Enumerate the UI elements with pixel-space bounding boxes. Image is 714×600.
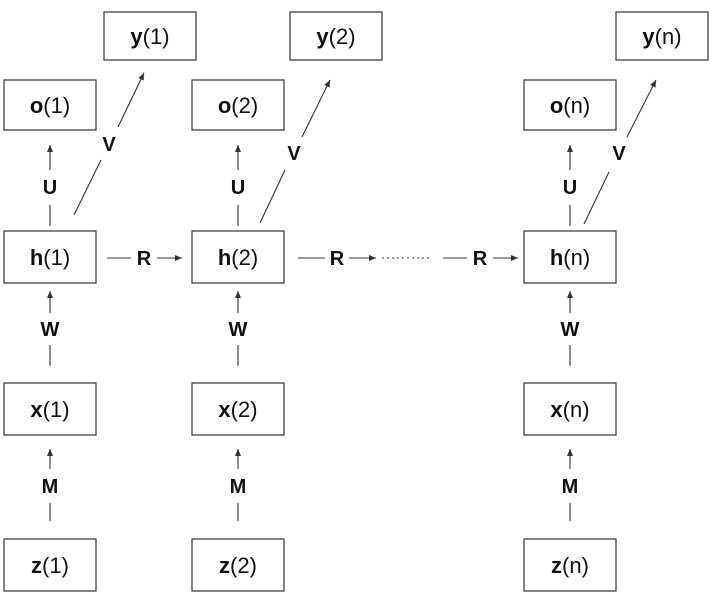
svg-text:z(1): z(1)	[31, 553, 69, 578]
edge-label-r: R	[473, 248, 488, 270]
edge-h-y-1: V	[73, 72, 145, 216]
node-index: (2)	[231, 93, 258, 118]
node-y-n: y(n)	[615, 11, 709, 61]
node-var: y	[130, 24, 143, 49]
edge-z-x-n: M	[562, 449, 579, 521]
edge-h1-h2: R	[107, 248, 182, 270]
edge-label-r: R	[137, 248, 152, 270]
node-h-n: h(n)	[523, 230, 617, 284]
edge-label-w: W	[229, 319, 248, 341]
node-var: o	[550, 93, 563, 118]
edge-label-u: U	[563, 177, 577, 199]
edge-h-o-2: U	[231, 145, 245, 226]
node-index: (1)	[43, 245, 70, 270]
node-index: (1)	[43, 93, 70, 118]
svg-text:y(2): y(2)	[316, 24, 355, 49]
edge-x-h-n: W	[561, 291, 580, 366]
column-2: y(2) o(2) h(2) x(2) z(2) M W	[191, 11, 518, 592]
edge-x-h-1: W	[41, 291, 60, 366]
edge-label-m: M	[42, 476, 59, 498]
edge-label-u: U	[231, 177, 245, 199]
node-var: x	[218, 397, 231, 422]
node-var: x	[30, 397, 43, 422]
svg-text:y(n): y(n)	[642, 24, 681, 49]
node-o-n: o(n)	[523, 79, 617, 131]
node-index: (1)	[43, 397, 70, 422]
node-index: (n)	[655, 24, 682, 49]
node-index: (1)	[42, 553, 69, 578]
svg-text:z(2): z(2)	[219, 553, 257, 578]
svg-text:x(n): x(n)	[550, 397, 589, 422]
svg-text:x(2): x(2)	[218, 397, 257, 422]
edge-h-o-1: U	[43, 145, 57, 226]
edge-h2-ellipsis: R	[298, 248, 376, 270]
edge-label-w: W	[41, 319, 60, 341]
node-h-2: h(2)	[191, 230, 285, 284]
edge-label-u: U	[43, 177, 57, 199]
edge-z-x-2: M	[230, 449, 247, 521]
node-y-2: y(2)	[289, 11, 383, 61]
edge-x-h-2: W	[229, 291, 248, 366]
node-h-1: h(1)	[3, 230, 97, 284]
svg-text:o(n): o(n)	[550, 93, 590, 118]
node-index: (n)	[563, 397, 590, 422]
edge-label-m: M	[230, 476, 247, 498]
svg-text:y(1): y(1)	[130, 24, 169, 49]
edge-h-y-2: V	[259, 79, 331, 224]
node-var: z	[219, 553, 230, 578]
svg-text:h(1): h(1)	[30, 245, 70, 270]
svg-text:o(2): o(2)	[218, 93, 258, 118]
node-index: (2)	[329, 24, 356, 49]
svg-text:h(n): h(n)	[550, 245, 590, 270]
edge-z-x-1: M	[42, 449, 59, 521]
node-var: o	[218, 93, 231, 118]
node-var: h	[218, 245, 231, 270]
node-o-2: o(2)	[191, 79, 285, 131]
node-var: h	[30, 245, 43, 270]
node-x-1: x(1)	[3, 382, 97, 436]
svg-text:h(2): h(2)	[218, 245, 258, 270]
edge-label-v: V	[102, 134, 116, 156]
node-index: (n)	[562, 553, 589, 578]
node-var: z	[551, 553, 562, 578]
node-var: z	[31, 553, 42, 578]
edge-h-y-n: V	[583, 79, 657, 225]
svg-text:z(n): z(n)	[551, 553, 589, 578]
node-var: h	[550, 245, 563, 270]
node-index: (2)	[231, 397, 258, 422]
edge-h-o-n: U	[563, 145, 577, 226]
node-index: (2)	[230, 553, 257, 578]
edge-label-v: V	[612, 143, 626, 165]
edge-label-w: W	[561, 319, 580, 341]
column-1: y(1) o(1) h(1) x(1) z(1) M W	[3, 11, 197, 592]
node-z-1: z(1)	[3, 538, 97, 592]
node-var: y	[642, 24, 655, 49]
node-o-1: o(1)	[3, 79, 97, 131]
svg-text:x(1): x(1)	[30, 397, 69, 422]
node-index: (n)	[563, 93, 590, 118]
edge-ellipsis-hn: R	[443, 248, 518, 270]
edge-label-v: V	[287, 143, 301, 165]
node-x-2: x(2)	[191, 382, 285, 436]
node-z-n: z(n)	[523, 538, 617, 592]
node-index: (n)	[563, 245, 590, 270]
node-z-2: z(2)	[191, 538, 285, 592]
node-y-1: y(1)	[103, 11, 197, 61]
node-x-n: x(n)	[523, 382, 617, 436]
edge-label-m: M	[562, 476, 579, 498]
node-index: (1)	[143, 24, 170, 49]
node-var: x	[550, 397, 563, 422]
column-n: y(n) o(n) h(n) x(n) z(n) M W	[523, 11, 709, 592]
edge-label-r: R	[330, 248, 345, 270]
node-var: y	[316, 24, 329, 49]
svg-text:o(1): o(1)	[30, 93, 70, 118]
node-index: (2)	[231, 245, 258, 270]
node-var: o	[30, 93, 43, 118]
